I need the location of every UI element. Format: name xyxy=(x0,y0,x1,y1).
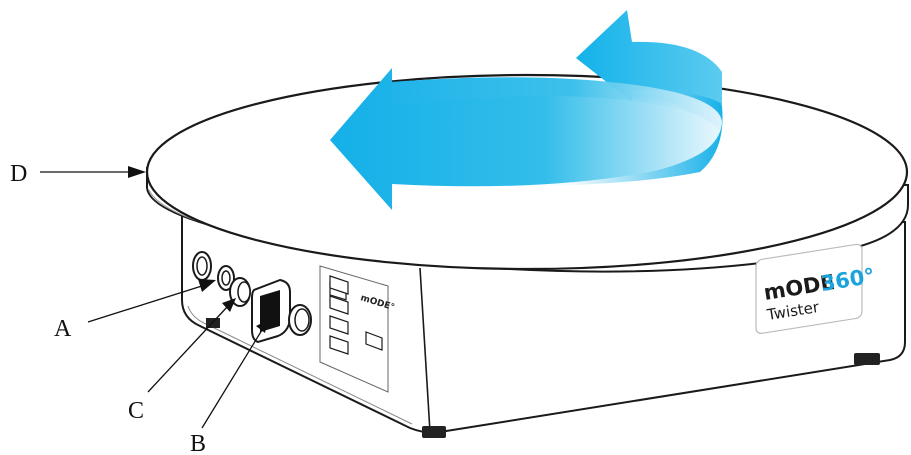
callout-d: D xyxy=(10,161,146,187)
callout-d-letter: D xyxy=(10,161,27,187)
foot-front xyxy=(422,426,446,438)
callout-c-letter: C xyxy=(128,398,144,424)
port-a2-connector xyxy=(217,265,235,291)
foot-right xyxy=(854,353,880,365)
callout-b-letter: B xyxy=(190,431,206,455)
rotation-arrow xyxy=(330,10,723,210)
callout-b: B xyxy=(190,320,268,455)
brand-label: mODE 360° Twister xyxy=(755,243,876,334)
callout-c: C xyxy=(128,298,236,424)
port-b-socket xyxy=(251,278,291,344)
port-round-connector xyxy=(288,304,312,336)
callout-a: A xyxy=(54,279,216,342)
port-a-connector xyxy=(192,251,212,281)
control-panel: mODE° xyxy=(319,265,396,393)
callout-a-letter: A xyxy=(54,316,72,342)
